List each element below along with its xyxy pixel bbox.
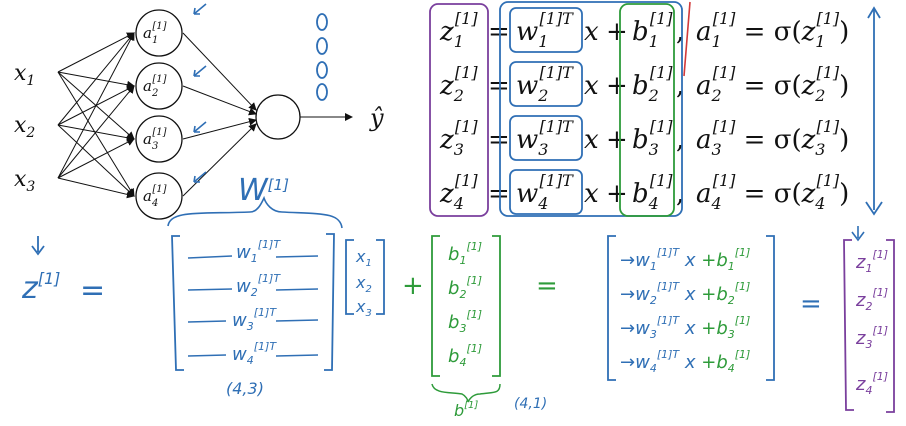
- eq1-w: w1[1]T: [516, 9, 574, 51]
- eq4-b: b4[1]: [632, 171, 673, 213]
- z-pointer-arrow: [851, 226, 865, 242]
- plus-sign: +: [402, 271, 424, 301]
- eq1-b: b1[1]: [632, 9, 673, 51]
- b-brace: [431, 383, 501, 403]
- vertical-double-arrow: [865, 6, 883, 216]
- equals-2: =: [536, 271, 558, 301]
- eq3-w: w3[1]T: [516, 117, 574, 159]
- svg-text:x: x: [584, 17, 599, 47]
- w-row-2: w2[1]T: [236, 272, 281, 299]
- w-matrix-brackets: [171, 233, 335, 371]
- b-vector-brackets: [431, 235, 501, 377]
- svg-text:=: =: [488, 71, 510, 101]
- svg-text:x: x: [584, 179, 599, 209]
- result-rows: →w1[1]T x +b1[1] →w2[1]T x +b2[1] →w3[1]…: [620, 246, 750, 375]
- hidden-node-1: [135, 9, 183, 57]
- eq4-a: a4[1] = σ(z4[1]): [696, 171, 849, 213]
- result-row-4: →w4[1]T x +b4[1]: [620, 348, 750, 375]
- blue-pointer-arrows: [193, 3, 207, 183]
- b-dimension: (4,1): [514, 396, 547, 412]
- wx-column-box: [499, 1, 683, 217]
- eq3-a: a3[1] = σ(z3[1]): [696, 117, 849, 159]
- z-vec-3: z3[1]: [855, 324, 888, 351]
- w-brace: [167, 195, 343, 229]
- eq1-a: a1[1] = σ(z1[1]): [696, 9, 849, 51]
- red-mark: [683, 1, 691, 77]
- b-vec-3: b3[1]: [448, 308, 482, 335]
- blue-ovals: [316, 13, 328, 101]
- svg-text:+: +: [606, 71, 628, 101]
- input-x2: x2: [14, 113, 35, 141]
- svg-text:x: x: [584, 125, 599, 155]
- eq4-w: w4[1]T: [516, 171, 574, 213]
- x-vector-brackets: [345, 239, 385, 315]
- z-vec-1: z1[1]: [855, 248, 888, 275]
- eq2-b: b2[1]: [632, 63, 673, 105]
- hidden-node-2: [135, 62, 183, 110]
- hidden-node-3: [135, 115, 183, 163]
- w-row-lines: [187, 255, 319, 357]
- x-vec-3: x3: [355, 297, 372, 319]
- b-vec-2: b2[1]: [448, 274, 482, 301]
- input-x1: x1: [14, 61, 35, 89]
- equals-1: =: [80, 273, 105, 308]
- svg-text:=: =: [488, 179, 510, 209]
- b-label: b[1]: [454, 400, 478, 420]
- z-column-box: [429, 3, 489, 217]
- result-row-3: →w3[1]T x +b3[1]: [620, 314, 750, 341]
- w-dimension: (4,3): [226, 379, 264, 398]
- x-vec-1: x1: [355, 247, 372, 269]
- svg-text:+: +: [606, 125, 628, 155]
- z-vec-2: z2[1]: [855, 286, 888, 313]
- z-vector-label: z[1]: [21, 269, 60, 306]
- equals-3: =: [800, 289, 822, 319]
- svg-text:,: ,: [676, 17, 684, 47]
- svg-text:,: ,: [676, 179, 684, 209]
- b-column-box: [619, 3, 675, 217]
- eq4-z: z4[1]: [439, 171, 478, 213]
- hidden-node-4: [135, 172, 183, 220]
- z-vec-4: z4[1]: [855, 370, 888, 397]
- eq2-w: w2[1]T: [516, 63, 574, 105]
- svg-text:,: ,: [676, 71, 684, 101]
- hidden-output-edges: [182, 32, 353, 197]
- input-x3: x3: [14, 167, 35, 195]
- output-node: [255, 94, 301, 140]
- result-vector-brackets: [607, 235, 775, 381]
- svg-text:=: =: [488, 17, 510, 47]
- equations: z1[1] = w1[1]T x + b1[1] , a1[1] = σ(z1[…: [429, 1, 883, 217]
- svg-text:x: x: [584, 71, 599, 101]
- b-vec-1: b1[1]: [448, 240, 482, 267]
- svg-text:=: =: [488, 125, 510, 155]
- eq3-z: z3[1]: [439, 117, 478, 159]
- z-vector-brackets: [843, 239, 895, 413]
- b-vec-4: b4[1]: [448, 342, 482, 369]
- svg-text:+: +: [606, 179, 628, 209]
- result-row-2: →w2[1]T x +b2[1]: [620, 280, 750, 307]
- w-matrix-label: W[1]: [238, 173, 289, 208]
- eq3-b: b3[1]: [632, 117, 673, 159]
- svg-text:,: ,: [676, 125, 684, 155]
- input-hidden-edges: [57, 32, 135, 199]
- neural-network: x1 x2 x3: [14, 3, 384, 220]
- w-row-1: w1[1]T: [236, 238, 281, 265]
- w-row-4: w4[1]T: [232, 340, 277, 367]
- eq2-a: a2[1] = σ(z2[1]): [696, 63, 849, 105]
- eq2-z: z2[1]: [439, 63, 478, 105]
- eq1-z: z1[1]: [439, 9, 478, 51]
- w-row-3: w3[1]T: [232, 306, 277, 333]
- equation-highlights: [429, 1, 691, 217]
- result-row-1: →w1[1]T x +b1[1]: [620, 246, 750, 273]
- x-vec-2: x2: [355, 273, 372, 295]
- output-yhat: ŷ: [369, 104, 384, 132]
- svg-text:+: +: [606, 17, 628, 47]
